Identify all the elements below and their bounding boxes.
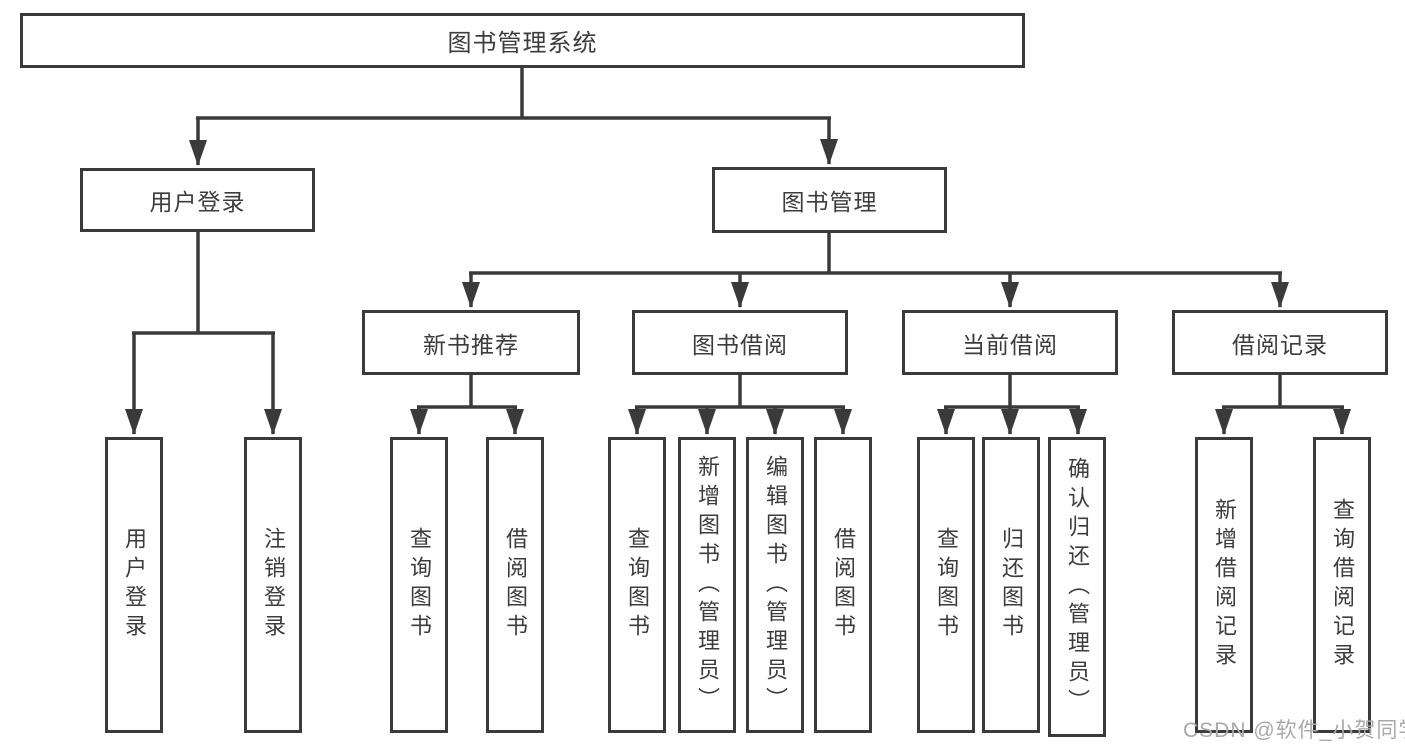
node-label: 新书推荐 xyxy=(423,331,519,358)
leaf-edit-book-admin: 编辑图书（管理员） xyxy=(746,437,804,733)
leaf-query-book-recommend: 查询图书 xyxy=(390,437,448,733)
leaf-query-book-borrow: 查询图书 xyxy=(608,437,666,733)
node-borrow-record: 借阅记录 xyxy=(1172,310,1388,375)
node-new-book-recommend: 新书推荐 xyxy=(362,310,580,375)
node-label: 图书管理 xyxy=(781,189,878,215)
leaf-borrow-book-recommend: 借阅图书 xyxy=(486,437,544,733)
leaf-label: 新增借阅记录 xyxy=(1212,498,1237,672)
leaf-label: 查询图书 xyxy=(407,527,432,643)
leaf-label: 编辑图书（管理员） xyxy=(763,454,788,716)
leaf-label: 借阅图书 xyxy=(503,527,528,643)
leaf-label: 归还图书 xyxy=(999,527,1024,643)
node-book-borrow: 图书借阅 xyxy=(632,310,848,375)
node-book-management: 图书管理 xyxy=(712,167,947,233)
leaf-add-book-admin: 新增图书（管理员） xyxy=(678,437,736,733)
leaf-query-borrow-record: 查询借阅记录 xyxy=(1313,437,1371,733)
leaf-label: 查询图书 xyxy=(934,527,959,643)
leaf-label: 用户登录 xyxy=(122,527,147,643)
node-library-management-system: 图书管理系统 xyxy=(20,13,1025,68)
leaf-confirm-return-admin: 确认归还（管理员） xyxy=(1048,437,1106,737)
leaf-label: 查询借阅记录 xyxy=(1330,498,1355,672)
leaf-label: 确认归还（管理员） xyxy=(1065,456,1090,718)
node-label: 图书借阅 xyxy=(692,331,788,358)
leaf-borrow-book: 借阅图书 xyxy=(814,437,872,733)
leaf-query-book-current: 查询图书 xyxy=(917,437,975,733)
node-label: 当前借阅 xyxy=(962,331,1058,358)
leaf-return-book: 归还图书 xyxy=(982,437,1040,733)
leaf-label: 借阅图书 xyxy=(831,527,856,643)
node-label: 借阅记录 xyxy=(1232,331,1328,358)
leaf-logout: 注销登录 xyxy=(244,437,302,733)
leaf-add-borrow-record: 新增借阅记录 xyxy=(1195,437,1253,733)
node-current-borrow: 当前借阅 xyxy=(902,310,1118,375)
csdn-watermark: CSDN @软件_小贺同学 xyxy=(1183,719,1405,742)
node-user-login: 用户登录 xyxy=(80,168,315,232)
node-label: 用户登录 xyxy=(149,189,246,215)
leaf-label: 查询图书 xyxy=(625,527,650,643)
leaf-label: 注销登录 xyxy=(261,527,286,643)
node-label: 图书管理系统 xyxy=(447,30,598,57)
leaf-user-login: 用户登录 xyxy=(105,437,163,733)
leaf-label: 新增图书（管理员） xyxy=(695,454,720,716)
